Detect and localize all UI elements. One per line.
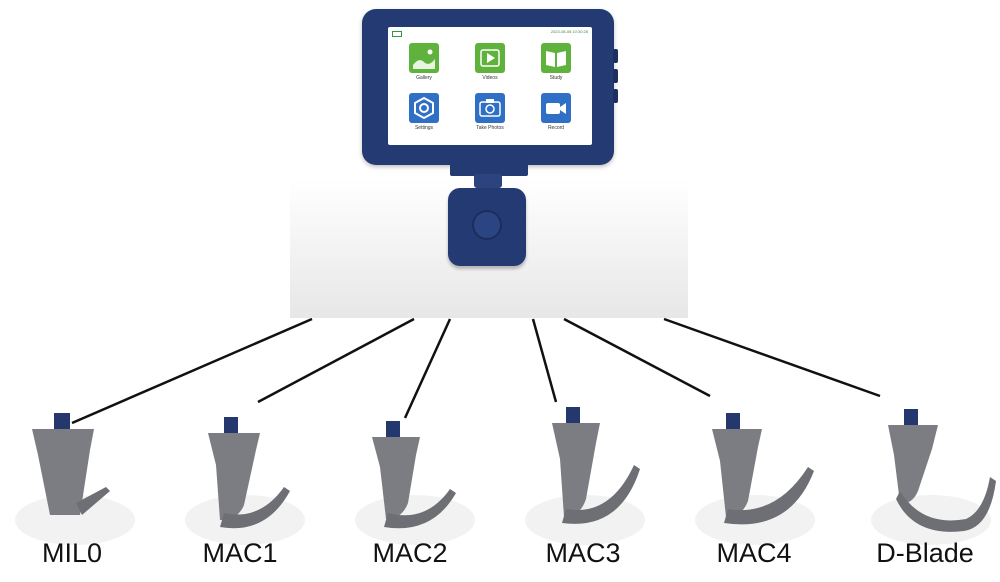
connector-line-dblade [663, 317, 881, 398]
app-label: Gallery [416, 75, 432, 81]
app-study[interactable]: Study [528, 43, 584, 81]
app-label: Take Photos [476, 125, 504, 131]
app-take-photos[interactable]: Take Photos [462, 93, 518, 131]
blade-mac4 [695, 413, 815, 545]
laryngoscope-handle [448, 188, 526, 266]
blade-label-mil0: MIL0 [41, 538, 103, 568]
side-button[interactable] [613, 89, 618, 103]
monitor-hinge [450, 160, 528, 176]
app-label: Record [547, 125, 565, 131]
battery-icon [392, 31, 402, 37]
app-gallery[interactable]: Gallery [396, 43, 452, 81]
blade-label-mac1: MAC1 [202, 538, 278, 568]
connector-line-mac1 [257, 317, 415, 404]
app-record[interactable]: Record [528, 93, 584, 131]
blade-label-mac2: MAC2 [372, 538, 448, 568]
book-icon [541, 43, 571, 73]
side-button[interactable] [613, 69, 618, 83]
connector-line-mac3 [531, 318, 558, 403]
status-datetime: 2023-08-08 10:30:28 [550, 29, 588, 34]
blade-mac2 [355, 421, 475, 545]
play-icon [475, 43, 505, 73]
gallery-icon [409, 43, 439, 73]
app-label: Videos [482, 75, 498, 81]
blade-label-mac4: MAC4 [716, 538, 792, 568]
power-button[interactable] [472, 210, 502, 240]
connector-line-mac4 [563, 317, 711, 398]
monitor-screen: 2023-08-08 10:30:28 Gallery Videos Study… [388, 27, 592, 145]
video-camera-icon [541, 93, 571, 123]
connector-line-mil0 [71, 317, 313, 425]
blade-mil0 [15, 413, 135, 545]
side-button[interactable] [613, 49, 618, 63]
camera-icon [475, 93, 505, 123]
connector-line-mac2 [403, 318, 452, 419]
blade-label-d-blade: D-Blade [876, 538, 974, 568]
laryngoscope-monitor: 2023-08-08 10:30:28 Gallery Videos Study… [362, 9, 618, 165]
app-label: Settings [414, 125, 434, 131]
gear-icon [409, 93, 439, 123]
blade-mac3 [525, 407, 645, 545]
blade-d-blade [871, 409, 996, 545]
app-settings[interactable]: Settings [396, 93, 452, 131]
blade-label-mac3: MAC3 [545, 538, 621, 568]
app-label: Study [549, 75, 563, 81]
blade-mac1 [185, 417, 305, 545]
hinge-joint [474, 174, 502, 188]
app-videos[interactable]: Videos [462, 43, 518, 81]
